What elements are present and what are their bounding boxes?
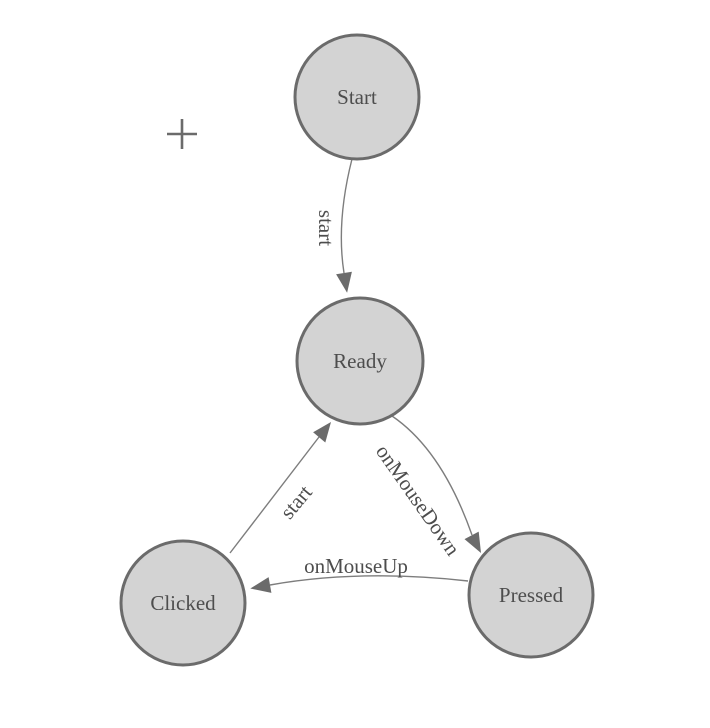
arrowhead-into-clicked — [250, 577, 272, 593]
arrowhead-into-ready-from-start — [336, 271, 352, 293]
edge-label-start-to-ready: start — [314, 210, 338, 246]
edge-clicked-to-ready[interactable]: start — [229, 422, 331, 554]
edge-start-to-ready[interactable]: start — [314, 158, 353, 293]
edge-pressed-to-clicked[interactable]: onMouseUp — [250, 554, 469, 593]
state-node-clicked[interactable]: Clicked — [119, 539, 247, 667]
state-circle-ready — [295, 296, 425, 426]
edge-ready-to-pressed-line[interactable] — [391, 415, 473, 536]
edge-label-on-mouse-up: onMouseUp — [304, 554, 408, 578]
state-node-pressed[interactable]: Pressed — [467, 531, 595, 659]
crosshair-icon — [167, 119, 197, 149]
state-label-pressed: Pressed — [499, 583, 564, 607]
state-label-start: Start — [337, 85, 377, 109]
arrowhead-into-ready-from-clicked — [313, 422, 331, 443]
edge-pressed-to-clicked-line[interactable] — [269, 575, 469, 586]
state-circle-pressed — [467, 531, 595, 659]
edge-label-on-mouse-down: onMouseDown — [371, 440, 465, 560]
arrowhead-into-pressed — [464, 531, 481, 553]
state-label-clicked: Clicked — [150, 591, 216, 615]
edge-start-to-ready-line[interactable] — [340, 158, 353, 274]
edge-clicked-to-ready-line[interactable] — [229, 436, 320, 554]
state-circle-start — [293, 33, 421, 161]
state-circle-clicked — [119, 539, 247, 667]
state-node-ready[interactable]: Ready — [295, 296, 425, 426]
state-node-start[interactable]: Start — [293, 33, 421, 161]
state-label-ready: Ready — [333, 349, 387, 373]
edge-ready-to-pressed[interactable]: onMouseDown — [371, 415, 481, 560]
